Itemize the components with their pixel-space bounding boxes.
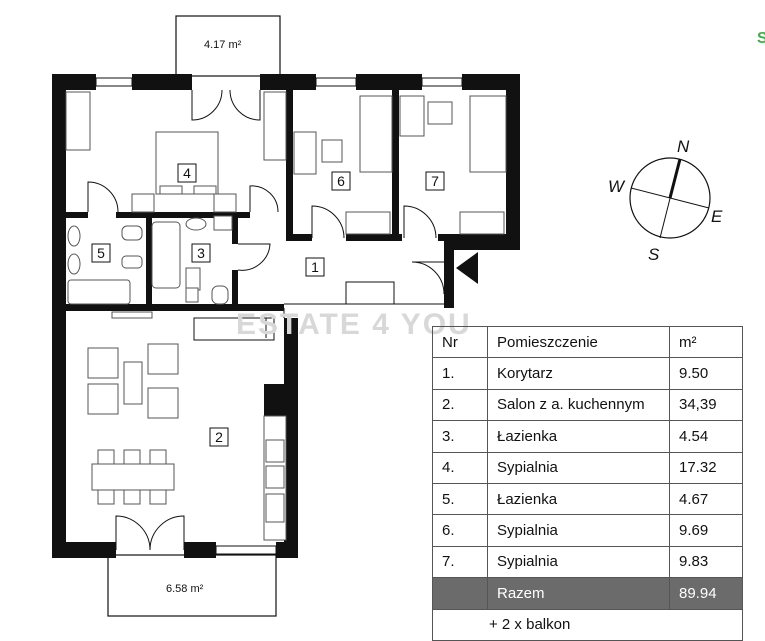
interior-walls	[62, 88, 514, 416]
exterior-walls	[52, 74, 520, 558]
legend-header-room: Pomieszczenie	[487, 325, 670, 359]
legend-total-area: 89.94	[669, 577, 743, 610]
top-balcony	[175, 15, 281, 77]
legend-nr: 7.	[432, 545, 488, 579]
legend-nr: 4.	[432, 451, 488, 484]
room-number-4: 4	[183, 165, 191, 181]
legend-extra-row: + 2 x balkon	[432, 608, 743, 641]
room-number-1: 1	[311, 259, 319, 275]
legend-header-nr: Nr	[432, 325, 488, 359]
legend-room: Sypialnia	[487, 545, 670, 579]
legend-area: 9.50	[669, 357, 743, 390]
legend-row: 1. Korytarz 9.50	[432, 357, 743, 390]
legend-total-row: Razem 89.94	[432, 577, 743, 610]
room-number-5: 5	[97, 245, 105, 261]
windows	[95, 77, 463, 555]
legend-total-label: Razem	[487, 577, 670, 610]
compass-south: S	[648, 245, 660, 264]
legend-room: Łazienka	[487, 482, 670, 516]
room-number-labels	[91, 163, 445, 447]
legend-area: 17.32	[669, 451, 743, 484]
legend-area: 9.83	[669, 545, 743, 579]
furniture	[65, 91, 507, 541]
entrance-arrow	[456, 252, 478, 284]
corner-mark: S	[757, 30, 765, 47]
legend-room: Salon z a. kuchennym	[487, 388, 670, 422]
legend-row: 2. Salon z a. kuchennym 34,39	[432, 388, 743, 422]
legend-nr: 1.	[432, 357, 488, 390]
legend-room: Łazienka	[487, 420, 670, 453]
legend-row: 5. Łazienka 4.67	[432, 482, 743, 516]
legend-area: 4.67	[669, 482, 743, 516]
bottom-balcony-area: 6.58 m²	[166, 583, 204, 595]
legend-total-spacer	[432, 577, 488, 610]
legend-room: Korytarz	[487, 357, 670, 390]
legend-nr: 5.	[432, 482, 488, 516]
legend-header: Nr Pomieszczenie m²	[432, 325, 743, 359]
legend-row: 7. Sypialnia 9.83	[432, 545, 743, 579]
partitions	[193, 281, 444, 341]
room-number-3: 3	[197, 245, 205, 261]
legend-area: 9.69	[669, 514, 743, 547]
legend-nr: 6.	[432, 514, 488, 547]
compass-west: W	[608, 177, 626, 196]
legend-row: 6. Sypialnia 9.69	[432, 514, 743, 547]
room-number-6: 6	[337, 173, 345, 189]
doors	[87, 89, 445, 551]
legend-nr: 3.	[432, 420, 488, 453]
room-number-7: 7	[431, 173, 439, 189]
legend-area: 34,39	[669, 388, 743, 422]
watermark: ESTATE 4 YOU	[236, 308, 472, 341]
legend-area: 4.54	[669, 420, 743, 453]
legend-room: Sypialnia	[487, 451, 670, 484]
legend-header-unit: m²	[669, 325, 743, 359]
legend-row: 4. Sypialnia 17.32	[432, 451, 743, 484]
compass-north: N	[677, 137, 690, 156]
legend-row: 3. Łazienka 4.54	[432, 420, 743, 453]
legend-room: Sypialnia	[487, 514, 670, 547]
top-balcony-area: 4.17 m²	[204, 39, 242, 51]
bottom-balcony	[107, 554, 277, 617]
room-legend-table: Nr Pomieszczenie m² 1. Korytarz 9.50 2. …	[432, 325, 743, 641]
legend-extra: + 2 x balkon	[432, 608, 743, 641]
compass	[629, 157, 711, 239]
legend-nr: 2.	[432, 388, 488, 422]
room-number-2: 2	[215, 429, 223, 445]
compass-east: E	[711, 207, 723, 226]
